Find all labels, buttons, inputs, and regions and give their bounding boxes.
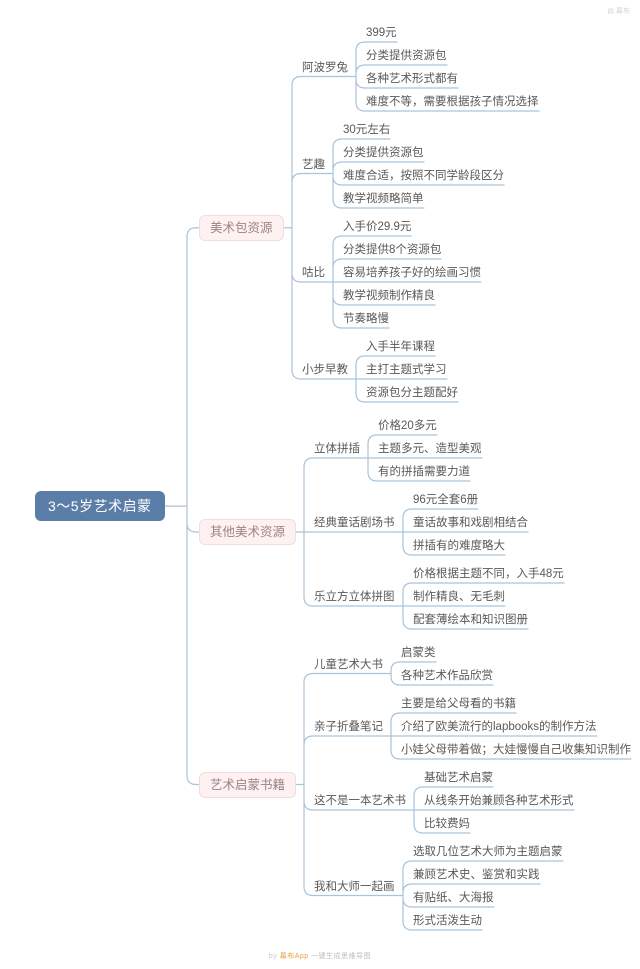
subtopic[interactable]: 乐立方立体拼图 <box>314 591 395 603</box>
subtopic[interactable]: 艺趣 <box>302 158 325 171</box>
leaf-topic[interactable]: 兼顾艺术史、鉴赏和实践 <box>413 869 540 881</box>
connector <box>394 508 529 556</box>
connector <box>382 661 494 686</box>
leaf-topic[interactable]: 各种艺术形式都有 <box>366 73 458 85</box>
subtopic[interactable]: 咕比 <box>302 267 325 279</box>
leaf-topic[interactable]: 资源包分主题配好 <box>366 387 458 399</box>
leaf-topic[interactable]: 分类提供8个资源包 <box>343 244 442 256</box>
connector <box>324 235 482 329</box>
subtopic[interactable]: 亲子折叠笔记 <box>314 721 383 733</box>
leaf-topic[interactable]: 有的拼插需要力道 <box>378 466 470 478</box>
leaf-topic[interactable]: 价格根据主题不同，入手48元 <box>413 568 564 580</box>
connector <box>347 41 540 112</box>
leaf-topic[interactable]: 小娃父母带着做；大娃慢慢自己收集知识制作 <box>401 744 631 756</box>
leaf-topic[interactable]: 教学视频制作精良 <box>343 290 435 302</box>
leaf-topic[interactable]: 形式活泼生动 <box>413 915 482 927</box>
leaf-topic[interactable]: 主题多元、造型美观 <box>378 443 482 455</box>
leaf-topic[interactable]: 配套薄绘本和知识图册 <box>413 614 528 626</box>
app-corner-watermark: ▤ 幕布 <box>607 6 630 16</box>
leaf-topic[interactable]: 选取几位艺术大师为主题启蒙 <box>413 846 563 858</box>
subtopic[interactable]: 立体拼插 <box>314 443 360 455</box>
leaf-topic[interactable]: 难度合适，按照不同学龄段区分 <box>343 170 504 182</box>
leaf-topic[interactable]: 30元左右 <box>343 124 391 136</box>
subtopic[interactable]: 这不是一本艺术书 <box>314 795 406 807</box>
connector <box>394 860 564 931</box>
leaf-topic[interactable]: 有贴纸、大海报 <box>413 892 494 904</box>
connector <box>382 712 632 760</box>
branch-topic[interactable]: 美术包资源 <box>199 214 284 241</box>
connector <box>295 672 407 897</box>
leaf-topic[interactable]: 入手价29.9元 <box>343 221 412 233</box>
leaf-topic[interactable]: 入手半年课程 <box>366 341 435 353</box>
subtopic[interactable]: 阿波罗兔 <box>302 61 348 74</box>
leaf-topic[interactable]: 基础艺术启蒙 <box>424 772 493 784</box>
footer-watermark-text: 一键生成思维导图 <box>311 953 372 960</box>
connector <box>359 434 483 482</box>
leaf-topic[interactable]: 分类提供资源包 <box>343 147 424 159</box>
connector <box>324 138 505 209</box>
leaf-topic[interactable]: 拼插有的难度略大 <box>413 540 505 552</box>
leaf-topic[interactable]: 比较费妈 <box>424 818 470 830</box>
leaf-topic[interactable]: 童话故事和戏剧相结合 <box>413 517 528 529</box>
leaf-topic[interactable]: 399元 <box>366 27 397 39</box>
leaf-topic[interactable]: 价格20多元 <box>378 420 437 432</box>
app-logo-icon: ▤ <box>607 8 614 15</box>
connector <box>164 227 200 786</box>
connector <box>283 75 349 380</box>
subtopic[interactable]: 儿童艺术大书 <box>314 658 383 671</box>
leaf-topic[interactable]: 制作精良、无毛刺 <box>413 591 505 603</box>
leaf-topic[interactable]: 96元全套6册 <box>413 494 479 506</box>
leaf-topic[interactable]: 节奏略慢 <box>343 313 389 325</box>
connector <box>405 786 575 834</box>
leaf-topic[interactable]: 从线条开始兼顾各种艺术形式 <box>424 795 574 807</box>
connector <box>347 355 459 403</box>
leaf-topic[interactable]: 难度不等，需要根据孩子情况选择 <box>366 96 539 108</box>
connector <box>295 457 396 607</box>
subtopic[interactable]: 我和大师一起画 <box>314 880 395 893</box>
footer-watermark-brand: 幕布App <box>279 953 312 960</box>
subtopic[interactable]: 小步早教 <box>302 364 348 376</box>
footer-watermark: by 幕布App 一键生成思维导图 <box>0 951 640 961</box>
leaf-topic[interactable]: 启蒙类 <box>401 647 436 659</box>
footer-watermark-prefix: by <box>268 953 280 960</box>
branch-topic[interactable]: 艺术启蒙书籍 <box>199 771 297 798</box>
leaf-topic[interactable]: 教学视频略简单 <box>343 193 424 205</box>
subtopic[interactable]: 经典童话剧场书 <box>314 517 395 529</box>
leaf-topic[interactable]: 主要是给父母看的书籍 <box>401 698 516 710</box>
leaf-topic[interactable]: 容易培养孩子好的绘画习惯 <box>343 267 481 279</box>
connector <box>394 582 565 630</box>
leaf-topic[interactable]: 主打主题式学习 <box>366 364 447 376</box>
leaf-topic[interactable]: 分类提供资源包 <box>366 50 447 62</box>
leaf-topic[interactable]: 介绍了欧美流行的lapbooks的制作方法 <box>401 721 597 733</box>
app-corner-label: 幕布 <box>616 8 630 15</box>
leaf-topic[interactable]: 各种艺术作品欣赏 <box>401 670 493 682</box>
root-topic[interactable]: 3～5岁艺术启蒙 <box>35 491 165 522</box>
branch-topic[interactable]: 其他美术资源 <box>199 519 297 545</box>
